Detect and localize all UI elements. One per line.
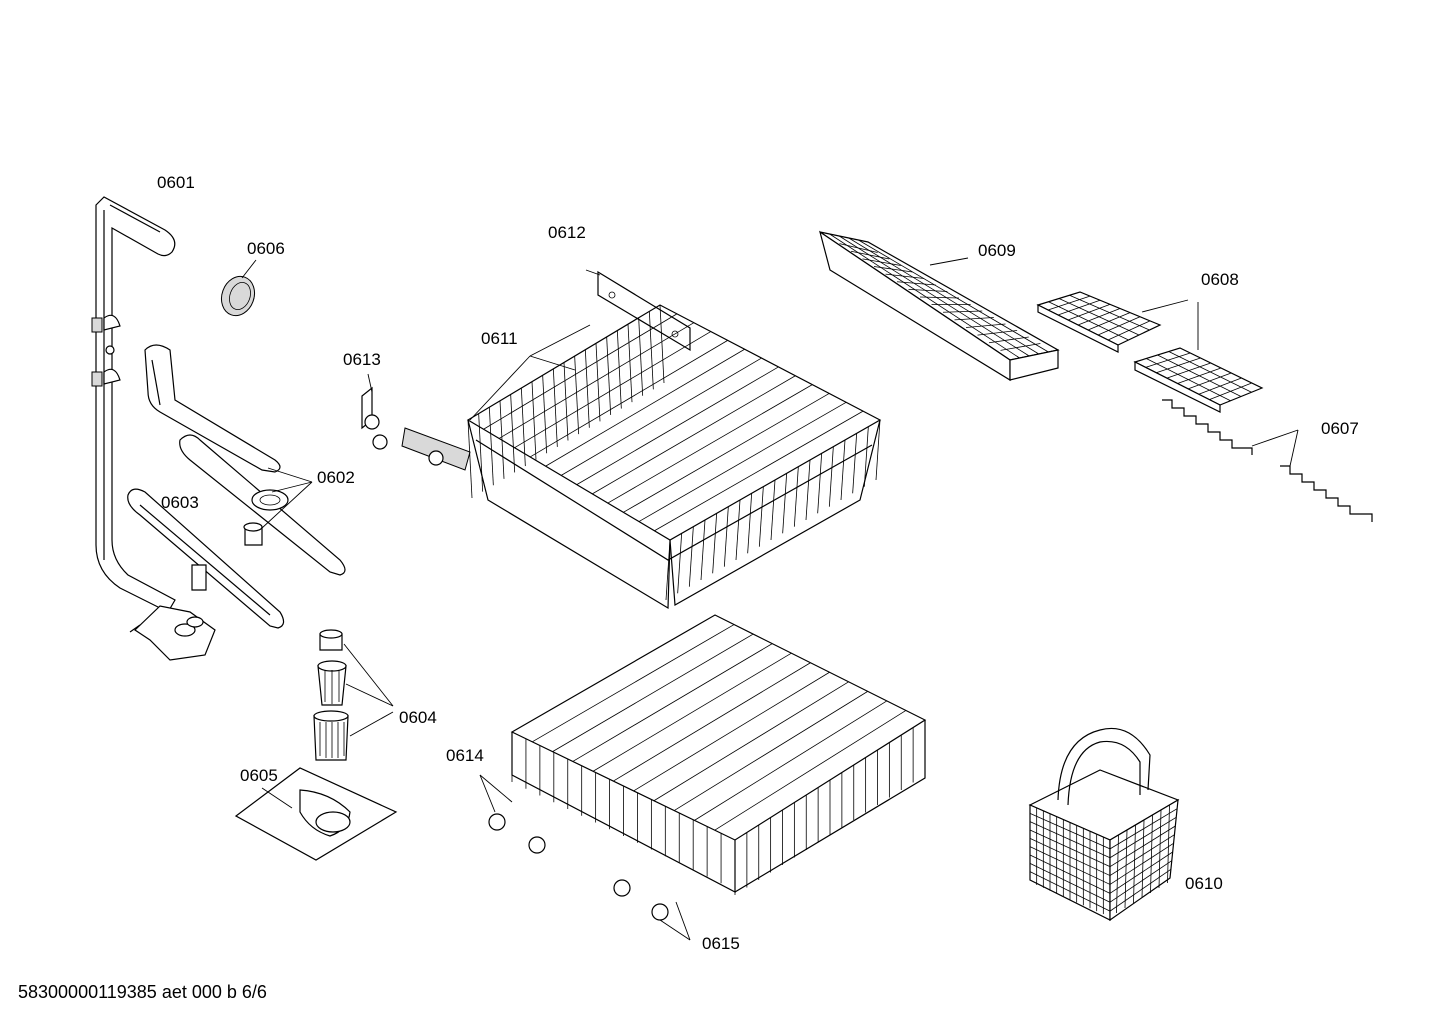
label-0606: 0606: [247, 239, 285, 258]
label-0612: 0612: [548, 223, 586, 242]
drawing-reference-footer: 58300000119385 aet 000 b 6/6: [18, 982, 267, 1002]
label-0610: 0610: [1185, 874, 1223, 893]
supply-pipe-drawing: [91, 196, 216, 661]
fine-filter-drawing: [234, 767, 398, 861]
label-0605: 0605: [240, 766, 278, 785]
upper-basket-drawing: [466, 304, 882, 610]
label-0603: 0603: [161, 493, 199, 512]
label-0604: 0604: [399, 708, 437, 727]
label-0608: 0608: [1201, 270, 1239, 289]
roller-bracket-drawing: [361, 373, 471, 471]
label-0611: 0611: [481, 329, 518, 348]
lower-spray-arm-drawing: [127, 488, 285, 629]
label-0615: 0615: [702, 934, 740, 953]
label-0609: 0609: [978, 241, 1016, 260]
label-0601: 0601: [157, 173, 195, 192]
cutlery-tray-drawing: [819, 230, 1060, 382]
filter-set-drawing: [313, 629, 394, 761]
nozzle-drawing: [220, 259, 257, 317]
cup-shelves-drawing: [1036, 291, 1264, 413]
cutlery-basket-drawing: [1028, 727, 1180, 922]
label-0602: 0602: [317, 468, 355, 487]
label-0614: 0614: [446, 746, 484, 765]
basket-holder-drawing: [585, 269, 691, 352]
label-0607: 0607: [1321, 419, 1359, 438]
upper-spray-arm-drawing: [144, 344, 346, 576]
label-0613: 0613: [343, 350, 381, 369]
cup-rack-inserts-drawing: [1162, 399, 1373, 522]
lower-basket-drawing: [479, 614, 927, 941]
